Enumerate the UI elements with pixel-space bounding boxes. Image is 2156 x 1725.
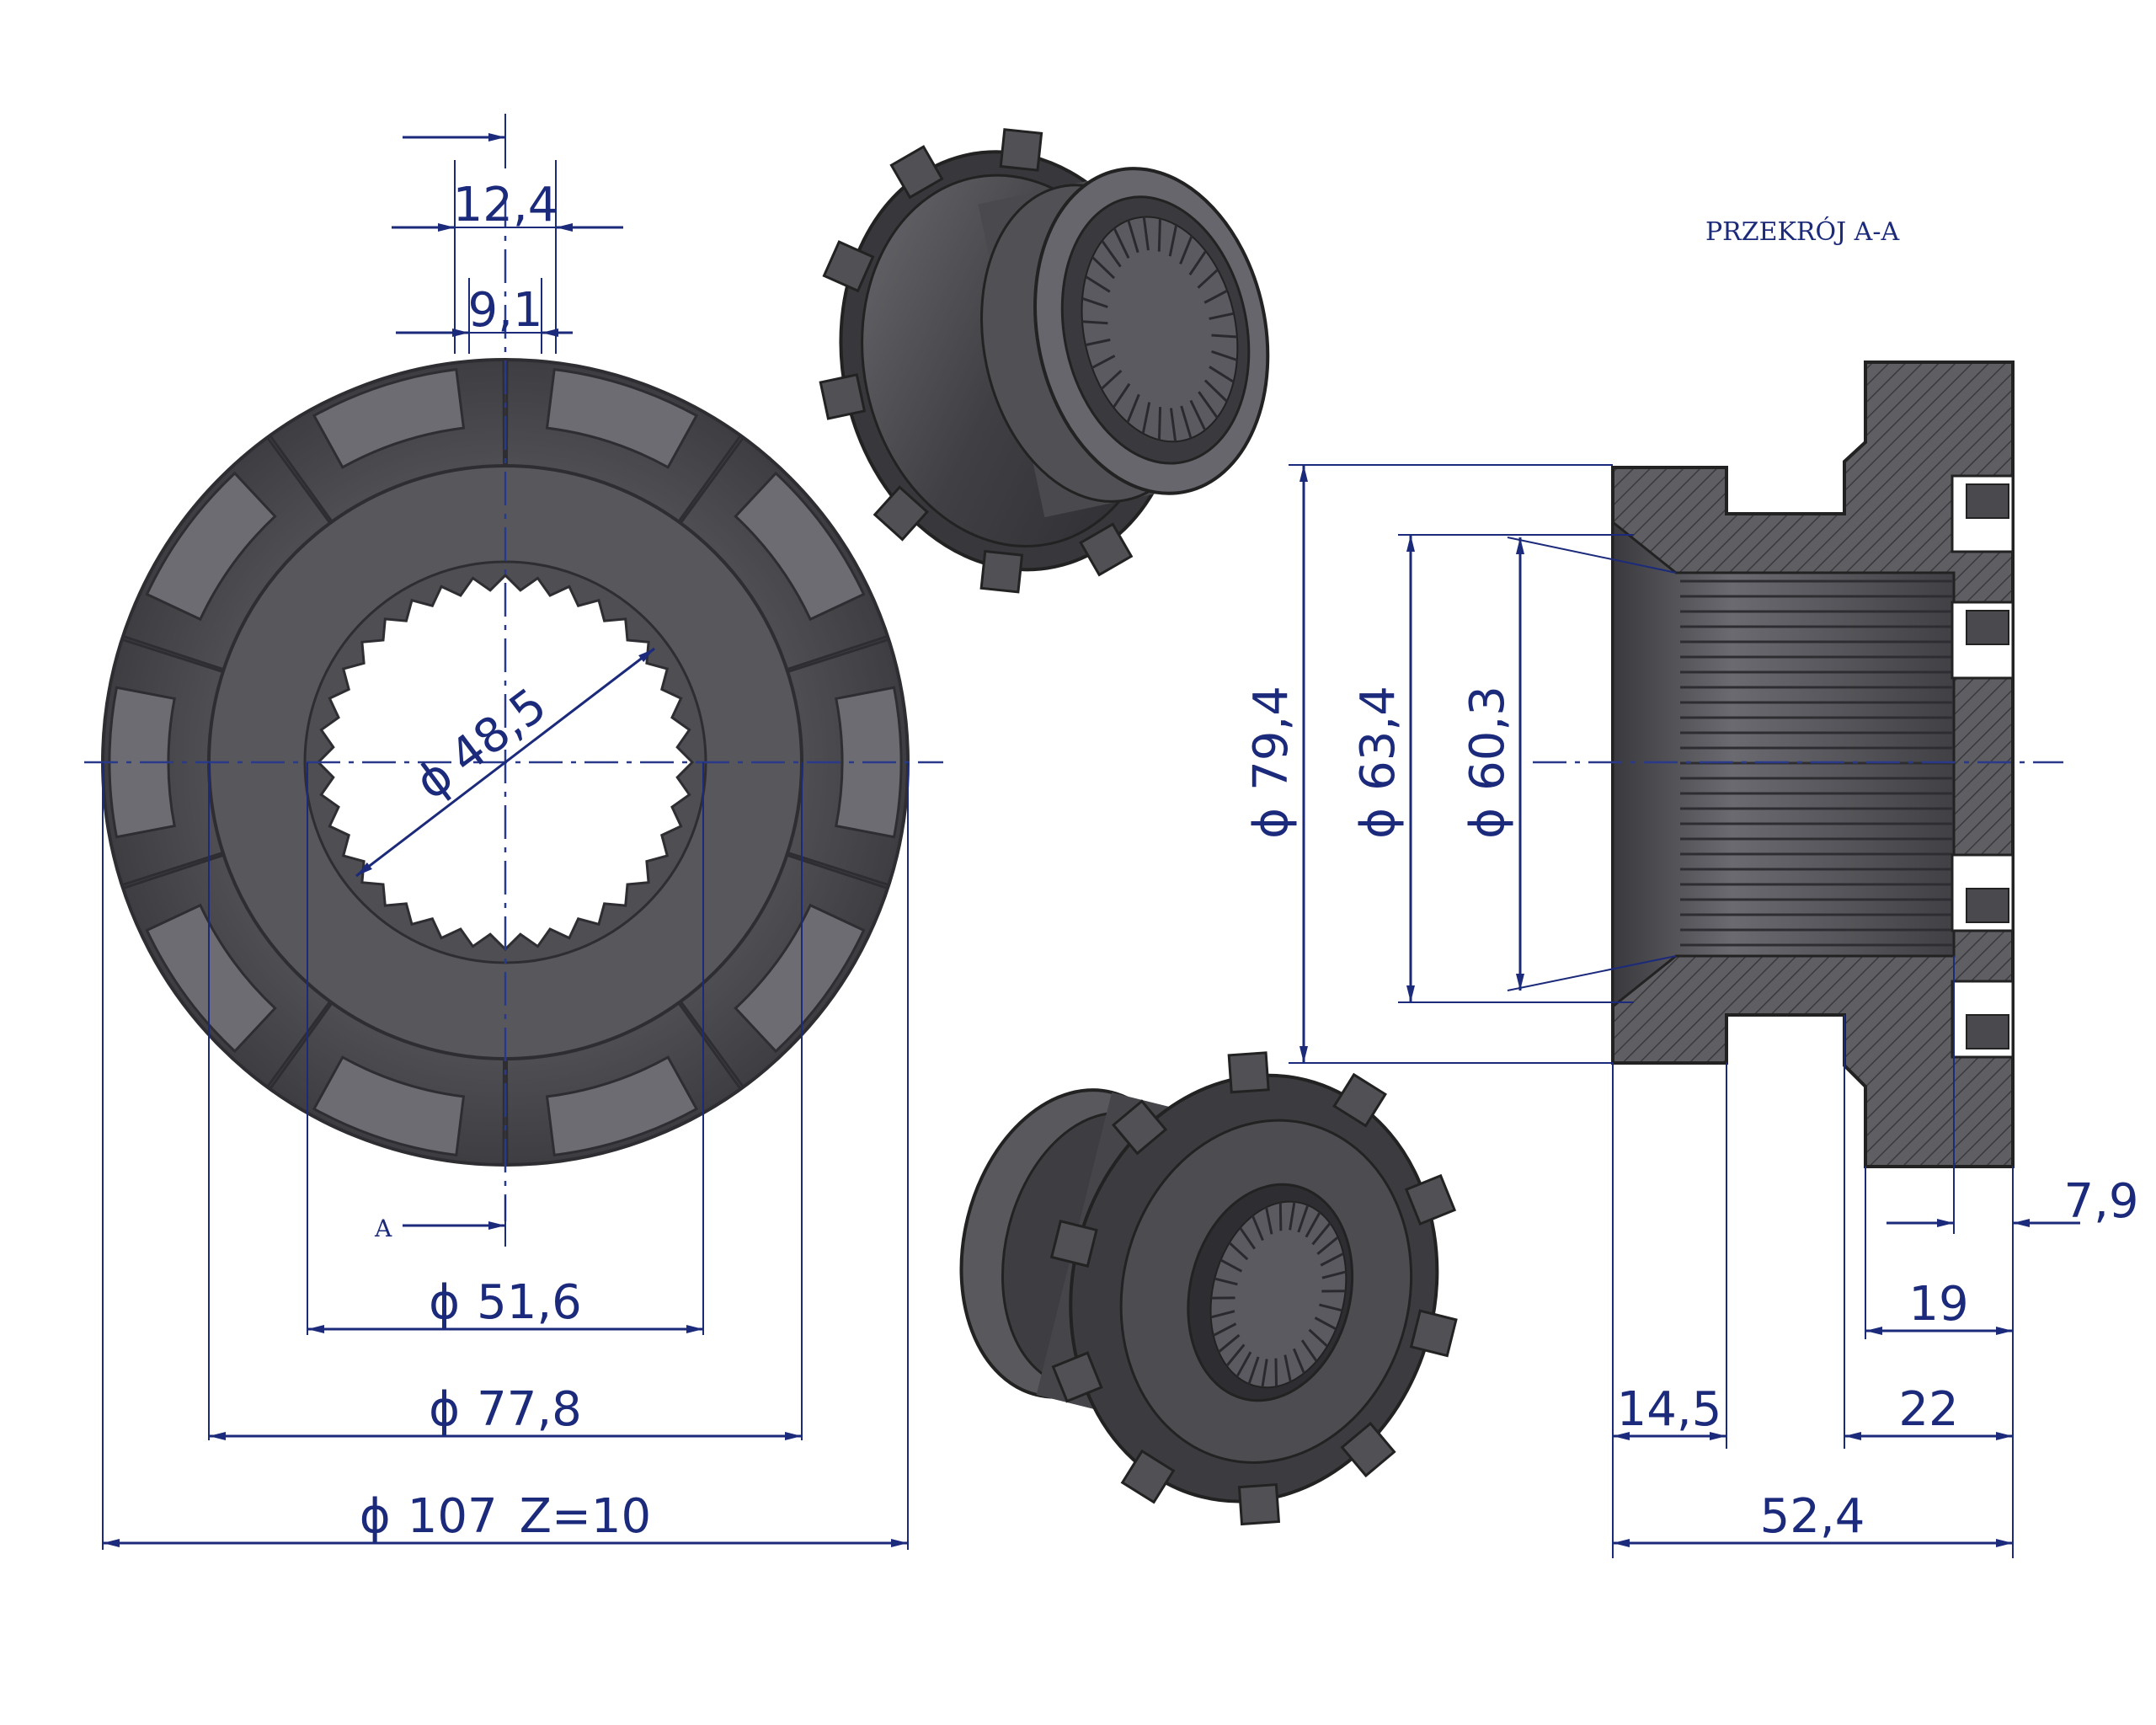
- dim-9-1: 9,1: [467, 283, 542, 338]
- teeth-count: Z=10: [520, 1489, 652, 1544]
- dog-tooth-pad: [734, 471, 866, 622]
- dim-52-4: 52,4: [1760, 1489, 1865, 1544]
- iso-view-bottom: [959, 1051, 1458, 1526]
- bore-dim-line: [355, 647, 655, 878]
- dim-79-4: 79,4: [1244, 686, 1299, 791]
- dim-77-8: 77,8: [477, 1382, 582, 1437]
- section-title: PRZEKRÓJ A-A: [1705, 216, 1899, 247]
- dim-22: 22: [1898, 1382, 1958, 1437]
- dog-tooth-pad: [145, 471, 277, 622]
- dim-107: 107: [408, 1489, 498, 1544]
- svg-text:ϕ51,6: ϕ51,6: [429, 1275, 582, 1330]
- dim-63-4: 63,4: [1351, 686, 1406, 791]
- dim-12-4: 12,4: [453, 178, 558, 232]
- svg-text:ϕ60,3: ϕ60,3: [1460, 686, 1515, 839]
- dim-51-6: 51,6: [477, 1275, 582, 1330]
- dog-tooth-pad: [312, 1055, 466, 1157]
- svg-text:ϕ63,4: ϕ63,4: [1351, 686, 1406, 839]
- section-marker-a: A: [374, 1215, 392, 1242]
- iso-view-top: [819, 128, 1270, 594]
- dog-tooth-pad: [145, 903, 277, 1054]
- svg-text:ϕ77,8: ϕ77,8: [429, 1382, 582, 1437]
- dog-tooth-pad: [734, 903, 866, 1054]
- dim-19: 19: [1908, 1277, 1968, 1332]
- dog-slots: [1951, 474, 2015, 1059]
- section-view: PRZEKRÓJ A-A ϕ79,4 ϕ63,4 ϕ60,3: [1244, 216, 2139, 1558]
- dog-tooth-pad: [545, 367, 699, 469]
- spline-grooves: [1680, 579, 1952, 947]
- svg-text:ϕ79,4: ϕ79,4: [1244, 686, 1299, 839]
- dog-tooth-pad: [545, 1055, 699, 1157]
- dog-tooth-pad: [312, 367, 466, 469]
- dim-7-9: 7,9: [2063, 1174, 2138, 1229]
- dim-60-3: 60,3: [1460, 686, 1515, 791]
- dim-14-5: 14,5: [1617, 1382, 1722, 1437]
